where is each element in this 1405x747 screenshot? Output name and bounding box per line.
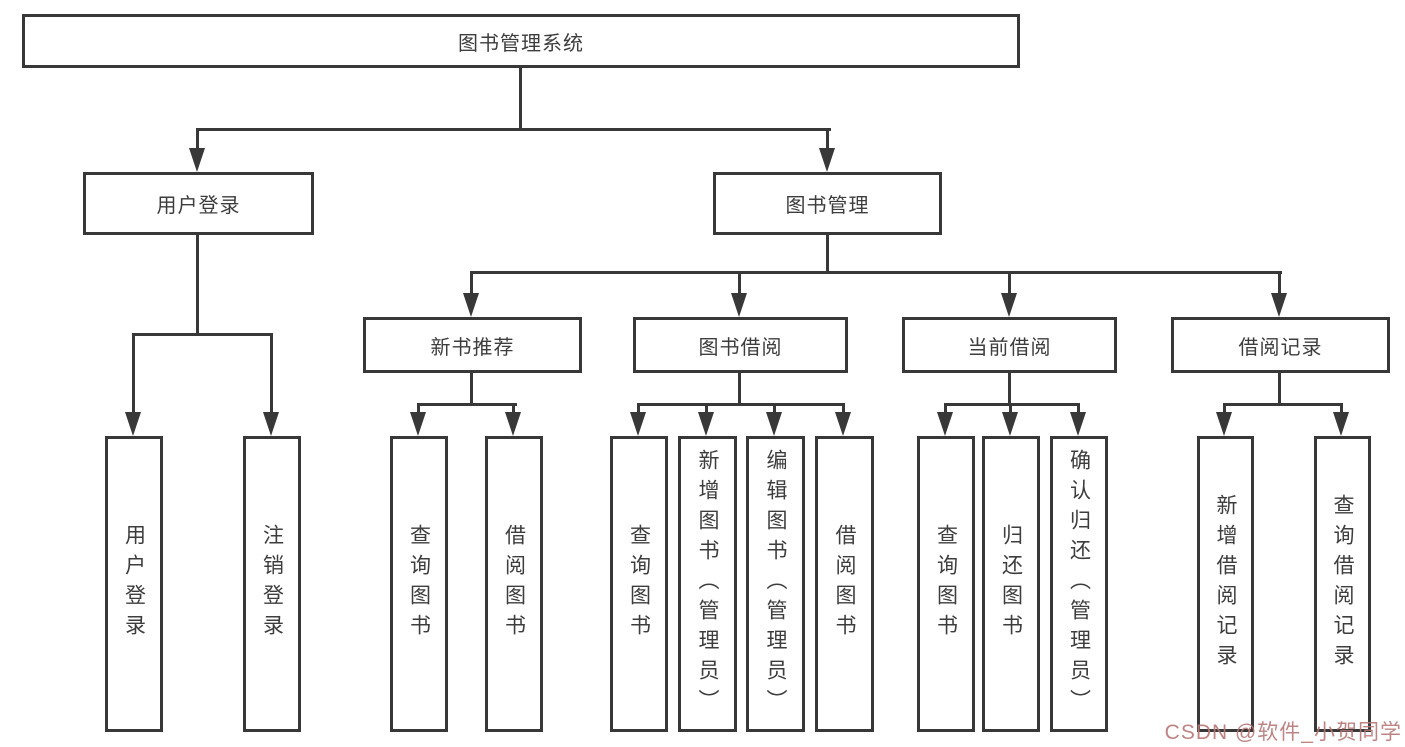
arrowhead-current-borrow — [1001, 293, 1017, 317]
connector-stub-borrow-records — [1278, 271, 1281, 293]
node-current-borrow: 当前借阅 — [902, 317, 1117, 373]
connector-stub-leaf-logout — [270, 333, 273, 413]
leaf-label: 新增图书（管理员） — [696, 449, 719, 719]
arrowhead-leaf — [1333, 412, 1349, 436]
arrowhead-leaf — [937, 412, 953, 436]
connector-stub-user-login — [196, 128, 199, 150]
connector-stub — [705, 403, 708, 413]
leaf-query-books-current: 查询图书 — [917, 436, 975, 732]
connector-stub — [512, 403, 515, 413]
connector-root-trunk — [519, 68, 522, 130]
csdn-watermark: CSDN @软件_小贺同学 — [1164, 721, 1402, 744]
leaf-logout: 注销登录 — [243, 436, 301, 732]
leaf-label: 查询图书 — [934, 524, 958, 644]
leaf-user-login: 用户登录 — [105, 436, 163, 732]
leaf-return-books: 归还图书 — [982, 436, 1040, 732]
connector-current-borrow-hline — [944, 403, 1080, 406]
leaf-confirm-return-admin: 确认归还（管理员） — [1050, 436, 1108, 732]
connector-user-login-hline — [133, 333, 273, 336]
arrowhead-leaf — [505, 412, 521, 436]
leaf-label: 确认归还（管理员） — [1067, 449, 1091, 719]
arrowhead-user-login — [189, 148, 205, 172]
node-borrow-records: 借阅记录 — [1171, 317, 1390, 373]
leaf-borrow-books-recommend: 借阅图书 — [485, 436, 543, 732]
arrowhead-leaf — [766, 412, 782, 436]
connector-stub-current-borrow — [1008, 271, 1011, 293]
leaf-label: 归还图书 — [999, 524, 1023, 644]
node-book-management: 图书管理 — [713, 172, 942, 235]
connector-new-book-hline — [417, 403, 517, 406]
arrowhead-leaf — [1002, 412, 1018, 436]
arrowhead-leaf — [410, 412, 426, 436]
arrowhead-leaf — [630, 412, 646, 436]
connector-level2-hline — [196, 128, 831, 131]
connector-borrow-records-trunk — [1278, 373, 1281, 406]
arrowhead-borrow-records — [1271, 293, 1287, 317]
leaf-label: 用户登录 — [122, 524, 146, 644]
node-new-book-recommend: 新书推荐 — [363, 317, 582, 373]
connector-new-book-trunk — [470, 373, 473, 406]
leaf-label: 新增借阅记录 — [1214, 494, 1237, 674]
connector-stub — [1077, 403, 1080, 413]
arrowhead-leaf — [698, 412, 714, 436]
arrowhead-book-borrow — [731, 293, 747, 317]
node-system-root: 图书管理系统 — [22, 14, 1020, 68]
arrowhead-leaf — [1216, 412, 1232, 436]
leaf-query-books-recommend: 查询图书 — [390, 436, 448, 732]
leaf-add-borrow-record: 新增借阅记录 — [1197, 436, 1254, 732]
connector-book-management-trunk — [826, 235, 829, 274]
arrowhead-leaf-login — [125, 412, 141, 436]
arrowhead-new-book — [463, 293, 479, 317]
connector-stub — [842, 403, 845, 413]
connector-stub-book-borrow — [738, 271, 741, 293]
connector-stub — [944, 403, 947, 413]
connector-stub-book-management — [826, 128, 829, 150]
leaf-label: 查询借阅记录 — [1331, 494, 1354, 674]
leaf-label: 注销登录 — [260, 524, 284, 644]
leaf-label: 借阅图书 — [833, 524, 856, 644]
leaf-label: 编辑图书（管理员） — [764, 449, 787, 719]
connector-stub — [1340, 403, 1343, 413]
connector-borrow-records-hline — [1223, 403, 1343, 406]
node-book-borrow: 图书借阅 — [633, 317, 848, 373]
connector-stub — [417, 403, 420, 413]
leaf-add-books-admin: 新增图书（管理员） — [678, 436, 737, 732]
connector-stub-leaf-login — [132, 333, 135, 413]
connector-current-borrow-trunk — [1008, 373, 1011, 406]
connector-stub — [637, 403, 640, 413]
arrowhead-leaf — [835, 412, 851, 436]
leaf-query-books-borrow: 查询图书 — [610, 436, 668, 732]
connector-stub — [1223, 403, 1226, 413]
leaf-borrow-books: 借阅图书 — [815, 436, 874, 732]
connector-stub-new-book — [470, 271, 473, 293]
arrowhead-book-management — [819, 148, 835, 172]
connector-book-borrow-hline — [637, 403, 845, 406]
leaf-label: 查询图书 — [627, 524, 651, 644]
connector-stub — [1009, 403, 1012, 413]
connector-book-borrow-trunk — [738, 373, 741, 406]
leaf-edit-books-admin: 编辑图书（管理员） — [746, 436, 805, 732]
leaf-query-borrow-record: 查询借阅记录 — [1314, 436, 1371, 732]
arrowhead-leaf — [1070, 412, 1086, 436]
connector-user-login-trunk — [196, 235, 199, 335]
leaf-label: 借阅图书 — [502, 524, 526, 644]
connector-stub — [773, 403, 776, 413]
node-user-login: 用户登录 — [83, 172, 314, 235]
leaf-label: 查询图书 — [407, 524, 431, 644]
connector-level3-hline — [470, 271, 1282, 274]
arrowhead-leaf-logout — [263, 412, 279, 436]
